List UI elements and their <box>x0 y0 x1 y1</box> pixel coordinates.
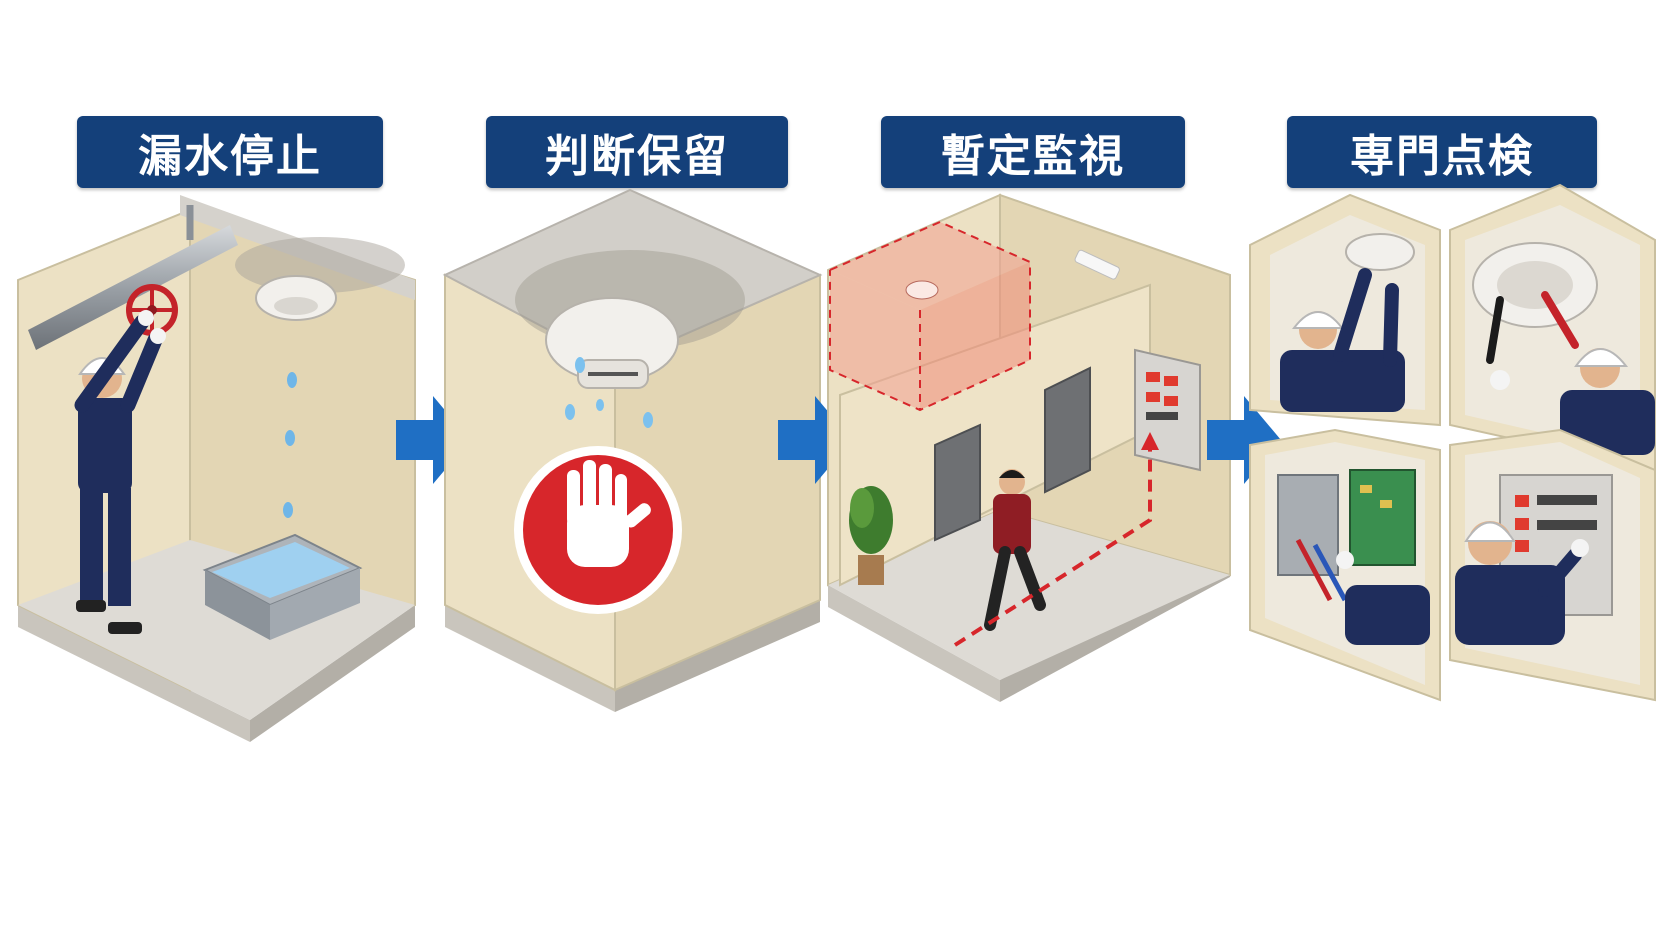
door <box>934 423 981 542</box>
plant <box>849 486 893 585</box>
water-basin <box>202 533 363 640</box>
pipe <box>28 225 238 350</box>
monitoring-zone <box>829 220 1031 412</box>
panel-provisional-monitoring <box>827 193 1231 702</box>
subscene-control-box <box>1249 428 1441 702</box>
door <box>1044 366 1091 494</box>
step-label-1: 漏水停止 <box>77 116 383 188</box>
person-icon <box>984 469 1046 631</box>
alarm-panel <box>1134 348 1201 472</box>
dashed-route-arrow-icon <box>953 445 1152 647</box>
subscene-receiver-panel <box>1449 428 1656 702</box>
step-label-2: 判断保留 <box>486 116 788 188</box>
water-drops <box>565 357 653 428</box>
hand-stop-icon <box>514 446 682 614</box>
subscene-detector-removal <box>1249 193 1441 427</box>
panel-professional-inspection <box>1249 183 1656 702</box>
step-label-3: 暫定監視 <box>881 116 1185 188</box>
smoke-detector-icon <box>255 275 337 321</box>
worker-icon <box>74 310 166 634</box>
panel-leak-stop <box>17 195 416 742</box>
subscene-wiring-check <box>1449 183 1656 472</box>
step-label-4: 専門点検 <box>1287 116 1597 188</box>
panel-hold-judgement <box>442 188 823 712</box>
